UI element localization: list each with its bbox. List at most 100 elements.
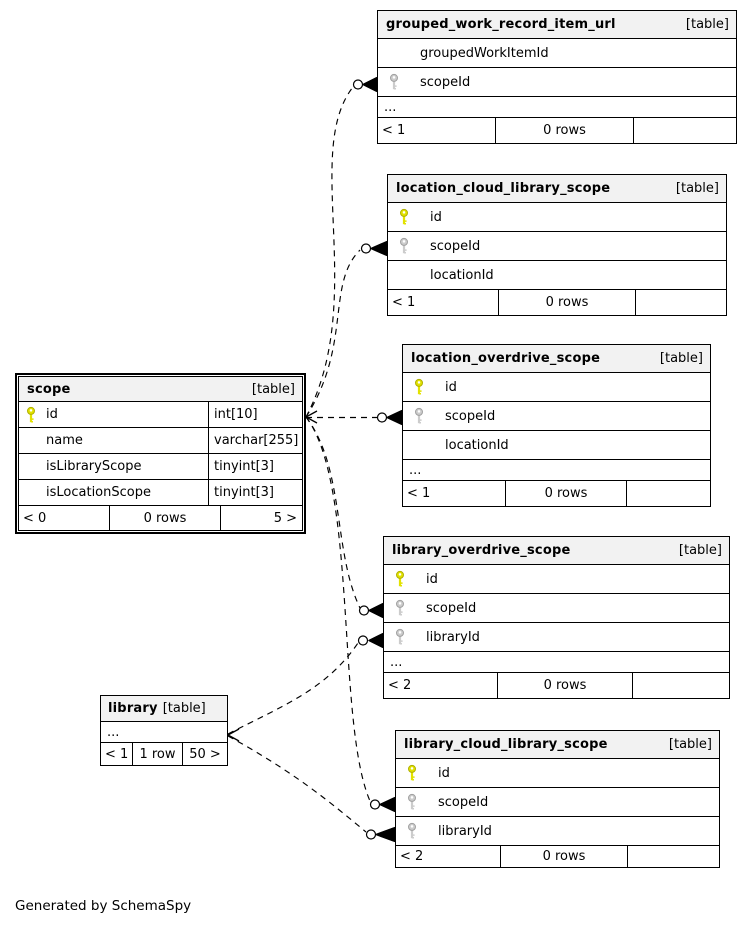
- column-type: tinyint[3]: [214, 485, 275, 500]
- table-header: library [table]: [101, 696, 227, 722]
- table-type-tag: [table]: [678, 543, 722, 558]
- table-header: library_overdrive_scope [table]: [384, 537, 729, 565]
- column-name: libraryId: [438, 823, 492, 839]
- stat-children: [636, 290, 726, 315]
- table-library[interactable]: library [table] ... < 1 1 row 50 >: [100, 695, 228, 766]
- column-row-name: name varchar[255]: [19, 428, 302, 454]
- column-name: id: [438, 765, 450, 781]
- stat-children: [628, 846, 719, 867]
- stat-children: [633, 673, 729, 698]
- column-name: isLibraryScope: [19, 454, 209, 479]
- column-row-scopeId: scopeId: [396, 788, 719, 817]
- table-stats-row: < 1 0 rows: [378, 118, 736, 143]
- column-type: varchar[255]: [214, 433, 299, 448]
- connector-location_cloud-scopeId: [360, 240, 388, 257]
- stat-rowcount: 0 rows: [506, 481, 627, 506]
- table-header: scope [table]: [19, 377, 302, 402]
- edge-scope-grouped_work_record_item_url: [305, 86, 354, 418]
- more-columns-row: ...: [384, 652, 729, 673]
- column-rows: id scopeId locationId: [388, 203, 726, 290]
- table-header: library_cloud_library_scope [table]: [396, 731, 719, 759]
- column-name: ...: [384, 99, 397, 115]
- table-grouped_work_record_item_url[interactable]: grouped_work_record_item_url [table] gro…: [377, 10, 737, 144]
- stat-children: 50 >: [189, 746, 221, 762]
- column-row-id: id: [403, 373, 710, 402]
- foreign-key-icon: [413, 407, 425, 425]
- foreign-key-icon: [394, 599, 406, 617]
- column-name: ...: [409, 462, 422, 478]
- column-name: scopeId: [430, 238, 481, 254]
- connector-library_overdrive-scopeId: [358, 602, 384, 619]
- table-type-tag: [table]: [685, 17, 729, 32]
- column-name: id: [445, 379, 457, 395]
- table-type-tag: [table]: [251, 381, 295, 397]
- column-name: name: [19, 428, 209, 453]
- stat-children: [627, 481, 710, 506]
- column-name: locationId: [430, 267, 494, 283]
- table-header: location_overdrive_scope [table]: [403, 345, 710, 373]
- column-name: id: [426, 571, 438, 587]
- column-row-libraryId: libraryId: [384, 623, 729, 652]
- column-row-libraryId: libraryId: [396, 817, 719, 846]
- stat-rowcount: 0 rows: [499, 290, 636, 315]
- edge-scope-library_overdrive_scope: [305, 416, 361, 609]
- column-name: libraryId: [426, 629, 480, 645]
- edge-library-library_overdrive_scope: [227, 642, 359, 735]
- table-library_overdrive_scope[interactable]: library_overdrive_scope [table] id scopeI…: [383, 536, 730, 699]
- table-stats-row: < 1 1 row 50 >: [101, 743, 227, 765]
- column-name: id: [19, 402, 209, 427]
- stat-parents: < 2: [384, 673, 498, 698]
- stat-rowcount: 0 rows: [501, 846, 628, 867]
- column-row-scopeId: scopeId: [388, 232, 726, 261]
- foreign-key-icon: [398, 237, 410, 255]
- stat-parents: < 1: [378, 118, 496, 143]
- table-name: location_cloud_library_scope: [396, 181, 611, 196]
- stat-parents: < 2: [396, 846, 501, 867]
- foreign-key-icon: [394, 628, 406, 646]
- table-location_cloud_library_scope[interactable]: location_cloud_library_scope [table] id s…: [387, 174, 727, 316]
- connector-location_overdrive-scopeId: [376, 409, 403, 426]
- table-stats-row: < 0 0 rows 5 >: [19, 506, 302, 530]
- stat-rowcount: 0 rows: [496, 118, 634, 143]
- stat-parents: < 1: [403, 481, 506, 506]
- stat-parents: < 0: [19, 506, 110, 530]
- primary-key-icon: [394, 570, 406, 588]
- primary-key-icon: [25, 406, 37, 423]
- more-columns-row: ...: [378, 97, 736, 118]
- primary-key-icon: [406, 764, 418, 782]
- foreign-key-icon: [406, 822, 418, 840]
- column-row-groupedWorkItemId: groupedWorkItemId: [378, 39, 736, 68]
- table-name: location_overdrive_scope: [411, 351, 601, 366]
- connector-library_cloud-scopeId: [369, 796, 396, 813]
- arrowtail-library: [226, 728, 240, 742]
- column-rows: ...: [101, 722, 227, 743]
- edge-library-library_cloud_library_scope: [227, 735, 367, 833]
- more-columns-row: ...: [101, 722, 227, 743]
- table-type-tag: [table]: [675, 181, 719, 196]
- edge-scope-location_cloud_library_scope: [305, 249, 361, 418]
- arrowtail-scope: [304, 410, 318, 424]
- table-type-tag: [table]: [162, 701, 206, 716]
- table-library_cloud_library_scope[interactable]: library_cloud_library_scope [table] id sc…: [395, 730, 720, 868]
- table-type-tag: [table]: [659, 351, 703, 366]
- column-row-scopeId: scopeId: [384, 594, 729, 623]
- column-row-id: id: [388, 203, 726, 232]
- table-header: grouped_work_record_item_url [table]: [378, 11, 736, 39]
- column-rows: id scopeId libraryId...: [384, 565, 729, 673]
- table-name: library: [108, 701, 158, 716]
- stat-rowcount: 1 row: [133, 743, 183, 765]
- column-row-id: id: [384, 565, 729, 594]
- column-name: id: [430, 209, 442, 225]
- column-row-locationId: locationId: [403, 431, 710, 460]
- primary-key-icon: [413, 378, 425, 396]
- column-name: groupedWorkItemId: [420, 45, 549, 61]
- stat-parents: < 1: [388, 290, 499, 315]
- column-name: scopeId: [426, 600, 477, 616]
